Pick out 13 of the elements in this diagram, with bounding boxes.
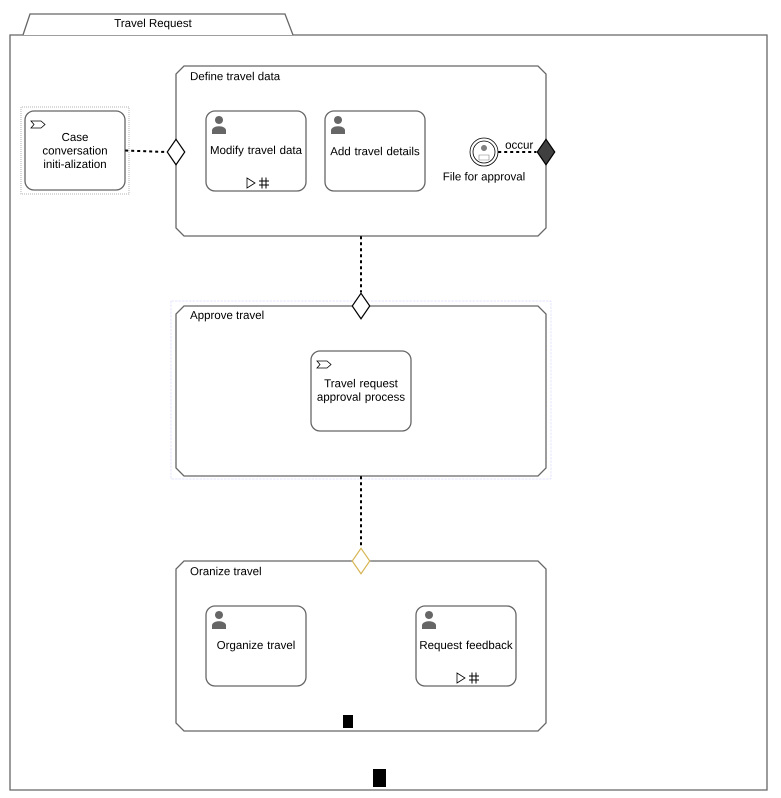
edge-label: occur [504, 142, 534, 150]
node-label: File for approval [444, 172, 524, 183]
connector-line [498, 151, 536, 153]
connector-line [125, 150, 166, 153]
task-box: Request feedback [415, 605, 517, 687]
node-label: Travel Request [114, 18, 192, 30]
task-box: Modify travel data [205, 110, 307, 192]
connector-line [360, 236, 362, 292]
task-box: Travel request approval process [310, 350, 412, 432]
task-box: Organize travel [205, 605, 307, 687]
connector-line [360, 476, 362, 548]
task-box: Case conversation initi-alization [24, 110, 126, 191]
task-box: Add travel details [324, 110, 426, 192]
